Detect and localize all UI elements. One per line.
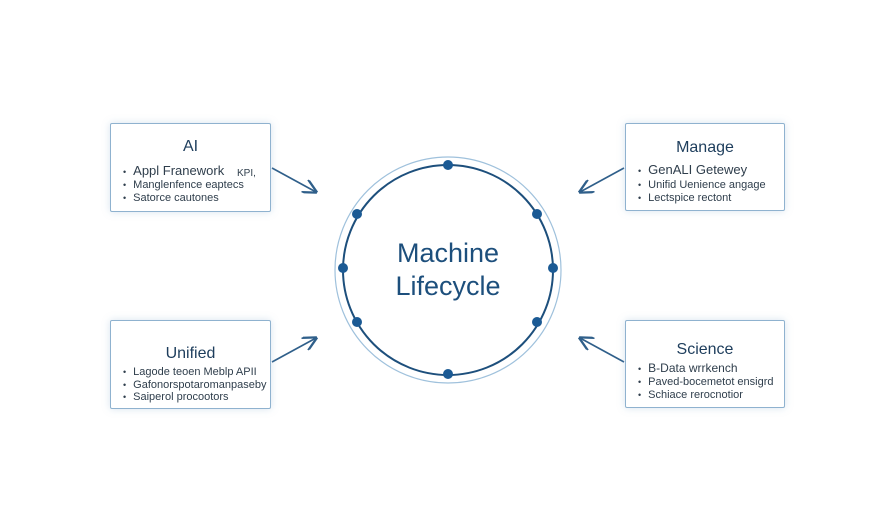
box-item-list: B-Data wrrkench Paved-bocemetot ensigrd … (638, 361, 774, 402)
ring-node (352, 317, 362, 327)
ring-node (443, 160, 453, 170)
box-title: AI (182, 138, 199, 155)
list-item: B-Data wrrkench (638, 361, 774, 376)
arrow-top-left (271, 167, 316, 192)
ring-node (548, 263, 558, 273)
box-ai: AI KPI, Appl Franework Manglenfence eapt… (110, 123, 271, 212)
box-item-list: Appl Franework Manglenfence eaptecs Sato… (123, 164, 244, 204)
list-item: Unifid Uenience angage (638, 179, 765, 192)
ring-node (532, 317, 542, 327)
outer-ring (334, 156, 562, 384)
box-title: Unified (165, 345, 216, 362)
ring-node (352, 209, 362, 219)
list-item: Paved-bocemetot ensigrd (638, 376, 773, 389)
ring-node (532, 209, 542, 219)
list-item: Lectspice rectont (638, 192, 766, 205)
list-item: Gafonorspotaromanpaseby (123, 379, 266, 392)
center-label-line1: Machine (396, 238, 500, 268)
box-science: Science B-Data wrrkench Paved-bocemetot … (625, 320, 785, 408)
list-item: Appl Franework (123, 164, 244, 179)
list-item: Schiace rerocnotior (638, 389, 774, 402)
center-label-line2: Lifecycle (395, 271, 501, 301)
box-item-list: GenALI Getewey Unifid Uenience angage Le… (638, 162, 766, 205)
list-item: GenALI Getewey (638, 162, 766, 179)
box-manage: Manage GenALI Getewey Unifid Uenience an… (625, 123, 785, 211)
side-note: KPI, (237, 168, 256, 179)
list-item: Satorce cautones (123, 192, 244, 205)
ring-nodes (338, 160, 558, 379)
box-title: Science (676, 341, 734, 358)
list-item: Saiperol procootors (123, 391, 266, 404)
ring-node (443, 369, 453, 379)
arrow-top-right (580, 167, 625, 192)
list-item: Lagode teoen Meblp APII (123, 366, 266, 379)
box-unified: Unified Lagode teoen Meblp APII Gafonors… (110, 320, 271, 409)
arrow-bottom-left (271, 338, 316, 363)
arrow-bottom-right (580, 338, 625, 363)
list-item: Manglenfence eaptecs (123, 179, 244, 192)
box-title: Manage (676, 139, 734, 156)
box-item-list: Lagode teoen Meblp APII Gafonorspotaroma… (123, 366, 266, 404)
ring-node (338, 263, 348, 273)
